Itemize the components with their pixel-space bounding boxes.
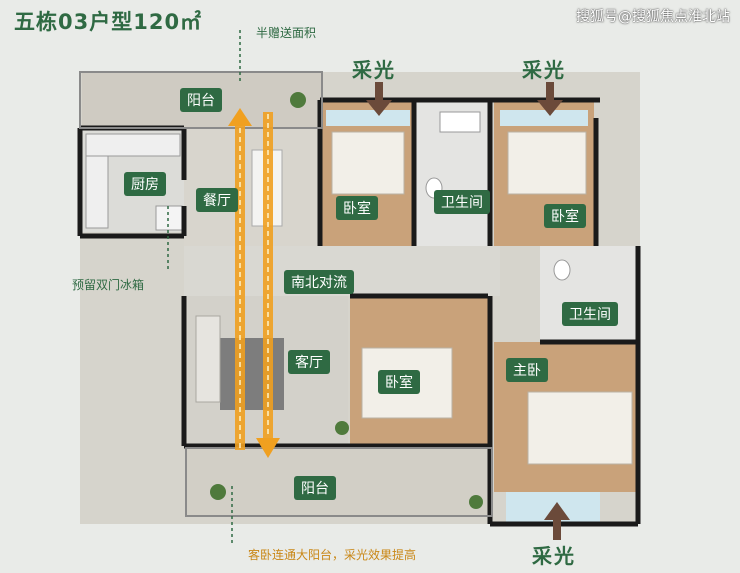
toilet-2	[553, 259, 571, 281]
room-label-kitchen: 厨房	[124, 172, 166, 196]
light-arrow-top-left	[366, 82, 392, 116]
light-label-bottom: 采光	[532, 544, 576, 568]
fridge	[155, 205, 183, 231]
room-label-dining: 餐厅	[196, 188, 238, 212]
kitchen-counter-side	[85, 155, 109, 229]
kitchen-counter	[85, 133, 181, 157]
room-label-living: 客厅	[288, 350, 330, 374]
room-label-bath-1: 卫生间	[434, 190, 490, 214]
light-label-top-right: 采光	[522, 58, 566, 82]
light-arrow-top-right	[537, 82, 563, 116]
balcony-bottom-rail	[185, 447, 493, 517]
plant-4	[469, 495, 483, 509]
ventilation-arrow-down	[256, 112, 280, 458]
bed-master	[527, 391, 633, 465]
bedroom2-window	[500, 110, 588, 126]
rug	[220, 338, 284, 410]
sink-1	[439, 111, 481, 133]
room-label-bedroom-1: 卧室	[336, 196, 378, 220]
plant-1	[290, 92, 306, 108]
plant-3	[335, 421, 349, 435]
bedroom1-window	[326, 110, 410, 126]
balcony-note: 客卧连通大阳台，采光效果提高	[248, 548, 417, 562]
light-arrow-bottom	[544, 502, 570, 540]
room-label-master: 主卧	[506, 358, 548, 382]
bed-1	[331, 131, 405, 195]
room-label-bedroom-3: 卧室	[378, 370, 420, 394]
room-label-balcony-bottom: 阳台	[294, 476, 336, 500]
fridge-note: 预留双门冰箱	[72, 278, 145, 292]
watermark: 搜狐号@搜狐焦点淮北站	[576, 9, 730, 25]
balcony-bottom-floor	[186, 448, 492, 516]
light-label-top-left: 采光	[352, 58, 396, 82]
balcony-top-rail	[79, 71, 323, 129]
page-title: 五栋03户型120㎡	[14, 10, 203, 34]
sofa	[195, 315, 221, 403]
half-gift-note: 半赠送面积	[256, 26, 317, 40]
plant-2	[210, 484, 226, 500]
room-label-bath-2: 卫生间	[562, 302, 618, 326]
dining-floor	[184, 128, 318, 246]
bed-2	[507, 131, 587, 195]
room-label-ventilation: 南北对流	[284, 270, 354, 294]
room-label-balcony-top: 阳台	[180, 88, 222, 112]
room-label-bedroom-2: 卧室	[544, 204, 586, 228]
ventilation-arrow-up	[228, 108, 252, 450]
bath2-floor	[540, 246, 636, 342]
